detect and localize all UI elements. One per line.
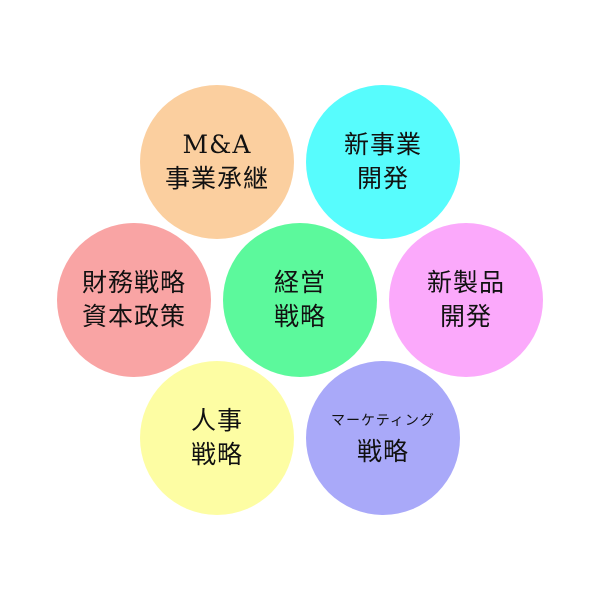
node-label: 資本政策	[81, 302, 186, 331]
node-label: 開発	[356, 164, 409, 193]
node-label: 戦略	[356, 437, 409, 466]
node-label: 戦略	[273, 302, 326, 331]
node-label: 開発	[439, 302, 492, 331]
node-marketing: マーケティング 戦略	[306, 361, 460, 515]
node-label: 新事業	[343, 130, 422, 159]
node-label: 事業承継	[164, 164, 269, 193]
node-new-business: 新事業 開発	[306, 85, 460, 239]
node-label: 新製品	[426, 268, 505, 297]
node-hr: 人事 戦略	[140, 361, 294, 515]
node-center: 経営 戦略	[223, 223, 377, 377]
node-label: 財務戦略	[81, 268, 186, 297]
node-label: 人事	[190, 406, 243, 435]
node-label: M&A	[182, 130, 252, 159]
node-finance: 財務戦略 資本政策	[57, 223, 211, 377]
node-label: 戦略	[190, 440, 243, 469]
node-ma: M&A 事業承継	[140, 85, 294, 239]
node-new-product: 新製品 開発	[389, 223, 543, 377]
node-label: 経営	[273, 268, 326, 297]
node-label: マーケティング	[331, 413, 435, 429]
